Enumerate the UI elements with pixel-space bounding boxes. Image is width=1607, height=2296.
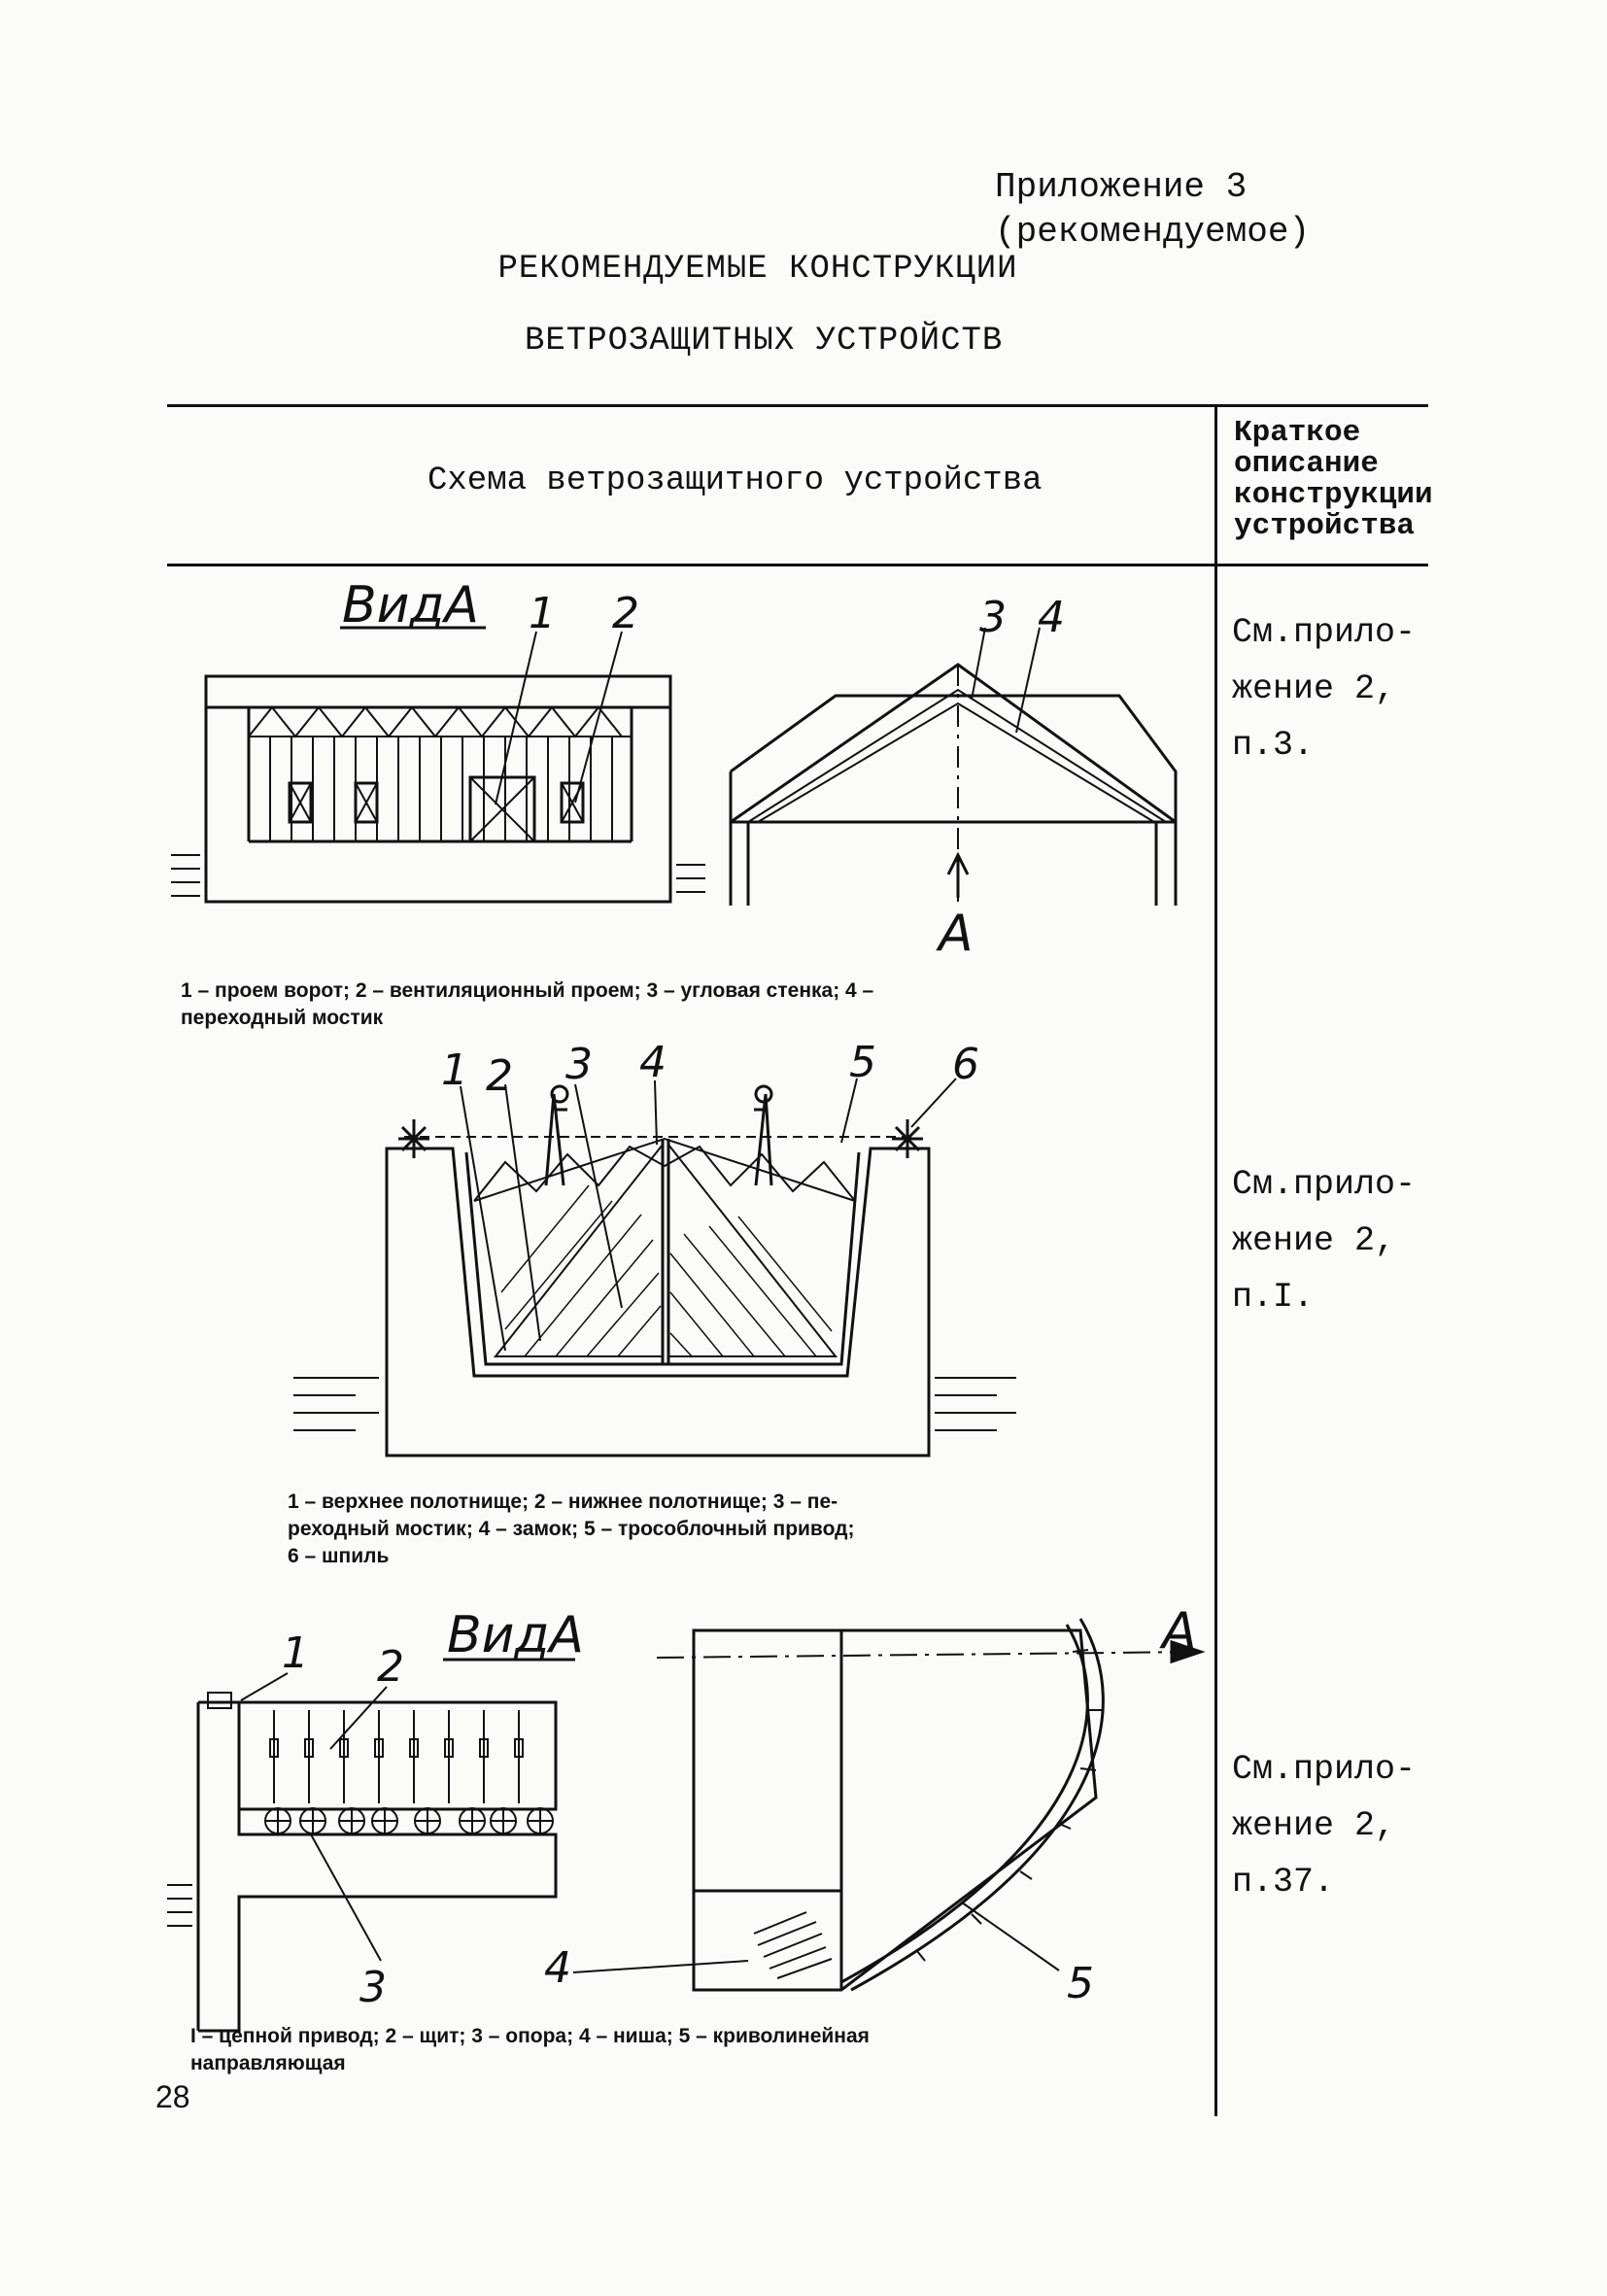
callout-row2-1: 1 bbox=[441, 1045, 468, 1095]
callout-row1-3: 3 bbox=[979, 593, 1007, 642]
callout-row2-5: 5 bbox=[849, 1038, 876, 1087]
callout-row2-2: 2 bbox=[486, 1051, 513, 1101]
table-column-divider bbox=[1214, 406, 1217, 2116]
appendix-number: Приложение 3 bbox=[995, 167, 1248, 207]
drawing-front-view-gate bbox=[171, 631, 705, 904]
table-top-rule bbox=[167, 404, 1428, 407]
page-title-line2: ВЕТРОЗАЩИТНЫХ УСТРОЙСТВ bbox=[525, 323, 1004, 360]
page-number: 28 bbox=[155, 2079, 190, 2114]
reference-row-2: См.прило- жение 2, п.I. bbox=[1232, 1165, 1417, 1317]
callout-row1-1: 1 bbox=[529, 589, 556, 638]
drawing-shield-panels bbox=[167, 1672, 558, 2033]
caption-row1: 1 – проем ворот; 2 – вентиляционный прое… bbox=[181, 979, 874, 1029]
table-header-rule bbox=[167, 564, 1428, 566]
view-label-row3: ВидА bbox=[447, 1606, 584, 1664]
column-header-scheme: Схема ветрозащитного устройства bbox=[427, 463, 1043, 499]
drawing-dock-gate bbox=[293, 1078, 1016, 1457]
callout-row3-1: 1 bbox=[282, 1628, 309, 1678]
drawing-plan-view bbox=[729, 627, 1178, 906]
callout-row3-2: 2 bbox=[377, 1642, 404, 1692]
page-title-line1: РЕКОМЕНДУЕМЫЕ КОНСТРУКЦИИ bbox=[497, 251, 1018, 288]
reference-row-1: См.прило- жение 2, п.3. bbox=[1232, 613, 1417, 765]
caption-row2: 1 – верхнее полотнище; 2 – нижнее полотн… bbox=[288, 1491, 855, 1567]
view-label-row1: ВидА bbox=[342, 576, 479, 634]
reference-row-3: См.прило- жение 2, п.37. bbox=[1232, 1750, 1417, 1902]
callout-row2-4: 4 bbox=[639, 1038, 667, 1087]
section-label-row1: А bbox=[936, 905, 974, 963]
appendix-status: (рекомендуемое) bbox=[995, 212, 1311, 252]
callout-row3-4: 4 bbox=[544, 1943, 571, 1993]
column-header-description: Краткое описание конструкции устройства bbox=[1234, 416, 1433, 543]
callout-row1-2: 2 bbox=[612, 589, 639, 638]
drawing-curved-guide bbox=[572, 1618, 1206, 1992]
callout-row3-5: 5 bbox=[1067, 1959, 1094, 2008]
appendix-label: Приложение 3 (рекомендуемое) bbox=[995, 165, 1310, 255]
callout-row2-3: 3 bbox=[565, 1040, 593, 1089]
callout-row2-6: 6 bbox=[952, 1040, 979, 1089]
callout-row3-3: 3 bbox=[359, 1963, 387, 2012]
callout-row1-4: 4 bbox=[1038, 593, 1065, 642]
section-label-row3: А bbox=[1159, 1602, 1197, 1661]
caption-row3: I – цепной привод; 2 – щит; 3 – опора; 4… bbox=[190, 2025, 870, 2074]
